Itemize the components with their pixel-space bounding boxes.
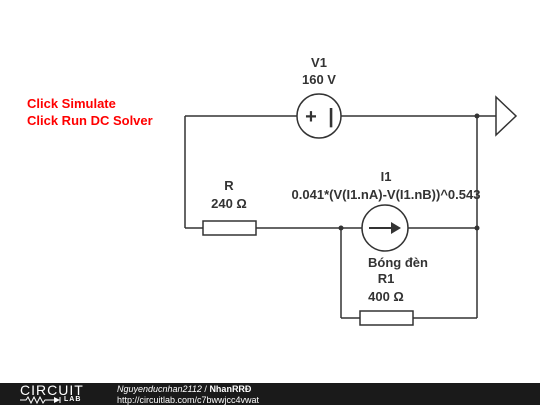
i1-expression-label: 0.041*(V(I1.nA)-V(I1.nB))^0.543	[292, 187, 481, 202]
dc-voltage-source-icon	[296, 93, 342, 139]
v1-name-label: V1	[311, 55, 327, 70]
author-name[interactable]: Nguyenducnhan2112	[117, 384, 202, 394]
r-name-label: R	[224, 178, 234, 193]
r1-value-label: 400 Ω	[368, 289, 404, 304]
ground-symbol[interactable]	[495, 95, 518, 137]
instruction-line-run-dc-solver: Click Run DC Solver	[27, 113, 153, 128]
resistor-r[interactable]: R 240 Ω	[202, 178, 257, 236]
v1-value-label: 160 V	[302, 72, 336, 87]
circuit-title[interactable]: NhanRRĐ	[209, 384, 252, 394]
r-value-label: 240 Ω	[211, 196, 247, 211]
i1-caption-label: Bóng đèn	[368, 255, 428, 270]
resistor-icon	[202, 220, 257, 236]
v1-plus-symbol: +	[305, 106, 317, 128]
credit-separator: /	[201, 384, 210, 394]
r1-name-label: R1	[378, 271, 395, 286]
junction-i1-left	[338, 225, 344, 231]
circuitlab-footer: CIRCUIT LAB Nguyenducnhan2112 / NhanRRĐ …	[0, 383, 540, 405]
circuit-credit: Nguyenducnhan2112 / NhanRRĐ	[117, 384, 251, 394]
junction-top-right	[474, 113, 480, 119]
instruction-line-simulate: Click Simulate	[27, 96, 116, 111]
logo-lab-text: LAB	[64, 396, 82, 403]
i1-name-label: I1	[381, 169, 392, 184]
circuitlab-logo[interactable]: CIRCUIT LAB	[20, 383, 100, 405]
ground-arrow-icon	[495, 95, 518, 137]
circuit-url-link[interactable]: http://circuitlab.com/c7bwwjcc4vwat	[117, 395, 260, 405]
junction-dots	[338, 113, 480, 231]
junction-i1-right	[474, 225, 480, 231]
current-source-i1[interactable]: I1 0.041*(V(I1.nA)-V(I1.nB))^0.543 Bóng …	[292, 169, 481, 270]
v1-bar-symbol: |	[328, 106, 334, 128]
current-direction-arrow-head	[391, 222, 401, 234]
resistor-r1[interactable]: R1 400 Ω	[359, 271, 414, 326]
resistor-icon	[359, 310, 414, 326]
simulation-instructions: Click Simulate Click Run DC Solver	[27, 95, 153, 129]
wires	[184, 115, 496, 319]
voltage-source-v1[interactable]: + | V1 160 V	[296, 55, 342, 139]
logo-circuit-text: CIRCUIT	[20, 382, 84, 398]
logo-resistor-icon	[20, 396, 61, 404]
